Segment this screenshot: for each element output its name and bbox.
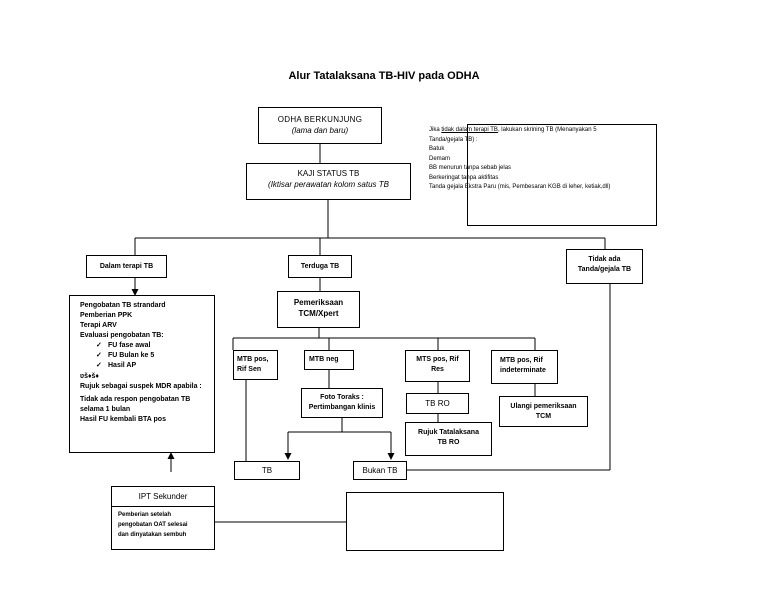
note-line1: Jika tidak dalam terapi TB, lakukan skri… bbox=[429, 126, 610, 136]
list-item: Hasil FU kembali BTA pos bbox=[80, 416, 166, 423]
note-item: Tanda gejala Ekstra Paru (mis, Pembesara… bbox=[429, 184, 611, 190]
check-icon: ✓ bbox=[96, 342, 102, 349]
mts-pos-node: MTS pos, Rif Res bbox=[405, 350, 470, 382]
ipt-text-line: Pemberian setelah bbox=[118, 512, 172, 518]
list-item: Rujuk sebagai suspek MDR apabila : bbox=[80, 383, 202, 390]
rujuk-tatalaksana-node: Rujuk Tatalaksana TB RO bbox=[405, 422, 492, 456]
rujuk-line1: Rujuk Tatalaksana bbox=[418, 429, 479, 436]
list-item: Tidak ada respon pengobatan TB bbox=[80, 396, 191, 403]
kaji-line2: (Iktisar perawatan kolom satus TB bbox=[268, 180, 389, 189]
check-item: ✓ Hasil AP bbox=[96, 361, 202, 371]
note-item: Batuk bbox=[429, 146, 445, 152]
screening-note: Jika tidak dalam terapi TB, lakukan skri… bbox=[425, 124, 657, 226]
note-line1-pre: Jika bbox=[429, 127, 442, 133]
kaji-line1: KAJI STATUS TB bbox=[297, 169, 360, 178]
mts-pos-line1: MTS pos, Rif bbox=[416, 356, 459, 363]
ipt-text-line: dan dinyatakan sembuh bbox=[118, 532, 187, 538]
ipt-title: IPT Sekunder bbox=[112, 487, 214, 507]
dalam-terapi-node: Dalam terapi TB bbox=[86, 255, 167, 278]
dalam-terapi-list: Pengobatan TB strandard Pemberian PPK Te… bbox=[69, 295, 215, 453]
note-item: Berkeringat tanpa aktifitas bbox=[429, 174, 499, 181]
mts-pos-line2: Res bbox=[431, 366, 444, 373]
note-line2: Tanda/gejala TB) : bbox=[429, 136, 478, 143]
pemeriksaan-node: Pemeriksaan TCM/Xpert bbox=[277, 291, 360, 328]
check-label: FU Bulan ke 5 bbox=[108, 352, 155, 359]
foto-toraks-node: Foto Toraks : Pertimbangan klinis bbox=[301, 388, 383, 418]
empty-box bbox=[346, 492, 504, 551]
ulangi-line2: TCM bbox=[535, 413, 552, 420]
checklist: ✓ FU fase awal ✓ FU Bulan ke 5 ✓ Hasil AP bbox=[80, 341, 202, 371]
check-item: ✓ FU fase awal bbox=[96, 341, 202, 351]
pemeriksaan-line2: TCM/Xpert bbox=[298, 309, 339, 318]
list-item: Pengobatan TB strandard bbox=[80, 302, 166, 309]
mtb-neg-node: MTB neg bbox=[304, 350, 354, 370]
ipt-sekunder-node: IPT Sekunder Pemberian setelah pengobata… bbox=[111, 486, 215, 550]
tidak-line1: Tidak ada bbox=[588, 256, 621, 263]
foto-line1: Foto Toraks : bbox=[320, 394, 364, 401]
mtb-pos-line2: Rif Sen bbox=[237, 366, 262, 373]
ulangi-line1: Ulangi pemeriksaan bbox=[510, 403, 577, 410]
tidak-line2: Tanda/gejala TB bbox=[577, 266, 632, 273]
ipt-text-line: pengobatan OAT selesai bbox=[118, 522, 188, 528]
ulangi-node: Ulangi pemeriksaan TCM bbox=[499, 396, 588, 427]
tb-node: TB bbox=[234, 461, 300, 480]
mtb-pos-node: MTB pos, Rif Sen bbox=[233, 350, 278, 380]
note-item: BB menurun tanpa sebab jelas bbox=[429, 165, 512, 171]
mtb-pos-line1: MTB pos, bbox=[237, 356, 269, 363]
rujuk-line2: TB RO bbox=[437, 439, 460, 446]
bukan-tb-node: Bukan TB bbox=[353, 461, 407, 480]
list-item: Terapi ARV bbox=[80, 322, 117, 329]
note-item: Demam bbox=[429, 155, 451, 162]
list-item: selama 1 bulan bbox=[80, 406, 131, 413]
check-label: FU fase awal bbox=[108, 342, 151, 349]
odha-line2: (lama dan baru) bbox=[291, 126, 349, 135]
odha-line1: ODHA BERKUNJUNG bbox=[277, 115, 363, 124]
list-item: Pemberian PPK bbox=[80, 312, 133, 319]
garbled-symbols: ʋš♦š♦ bbox=[80, 373, 100, 380]
tidak-ada-node: Tidak ada Tanda/gejala TB bbox=[566, 249, 643, 284]
list-item: Evaluasi pengobatan TB: bbox=[80, 332, 164, 339]
note-line1-post: , lakukan skrining TB (Menanyakan 5 bbox=[497, 127, 597, 133]
kaji-status-node: KAJI STATUS TB (Iktisar perawatan kolom … bbox=[246, 163, 411, 200]
diagram-title: Alur Tatalaksana TB-HIV pada ODHA bbox=[288, 70, 480, 82]
tb-ro-node: TB RO bbox=[406, 393, 469, 414]
mtb-neg-label: MTB neg bbox=[309, 356, 339, 363]
terduga-node: Terduga TB bbox=[288, 255, 352, 278]
check-item: ✓ FU Bulan ke 5 bbox=[96, 351, 202, 361]
check-label: Hasil AP bbox=[108, 362, 137, 369]
mtb-ind-line1: MTB pos, Rif bbox=[500, 357, 543, 364]
mtb-ind-line2: indeterminate bbox=[500, 367, 546, 374]
check-icon: ✓ bbox=[96, 352, 102, 359]
pemeriksaan-line1: Pemeriksaan bbox=[293, 298, 344, 307]
check-icon: ✓ bbox=[96, 362, 102, 369]
note-line1-underlined: tidak dalam terapi TB bbox=[441, 127, 498, 133]
foto-line2: Pertimbangan klinis bbox=[308, 404, 376, 411]
odha-berkunjung-node: ODHA BERKUNJUNG (lama dan baru) bbox=[258, 107, 382, 144]
mtb-indeterminate-node: MTB pos, Rif indeterminate bbox=[491, 350, 558, 384]
